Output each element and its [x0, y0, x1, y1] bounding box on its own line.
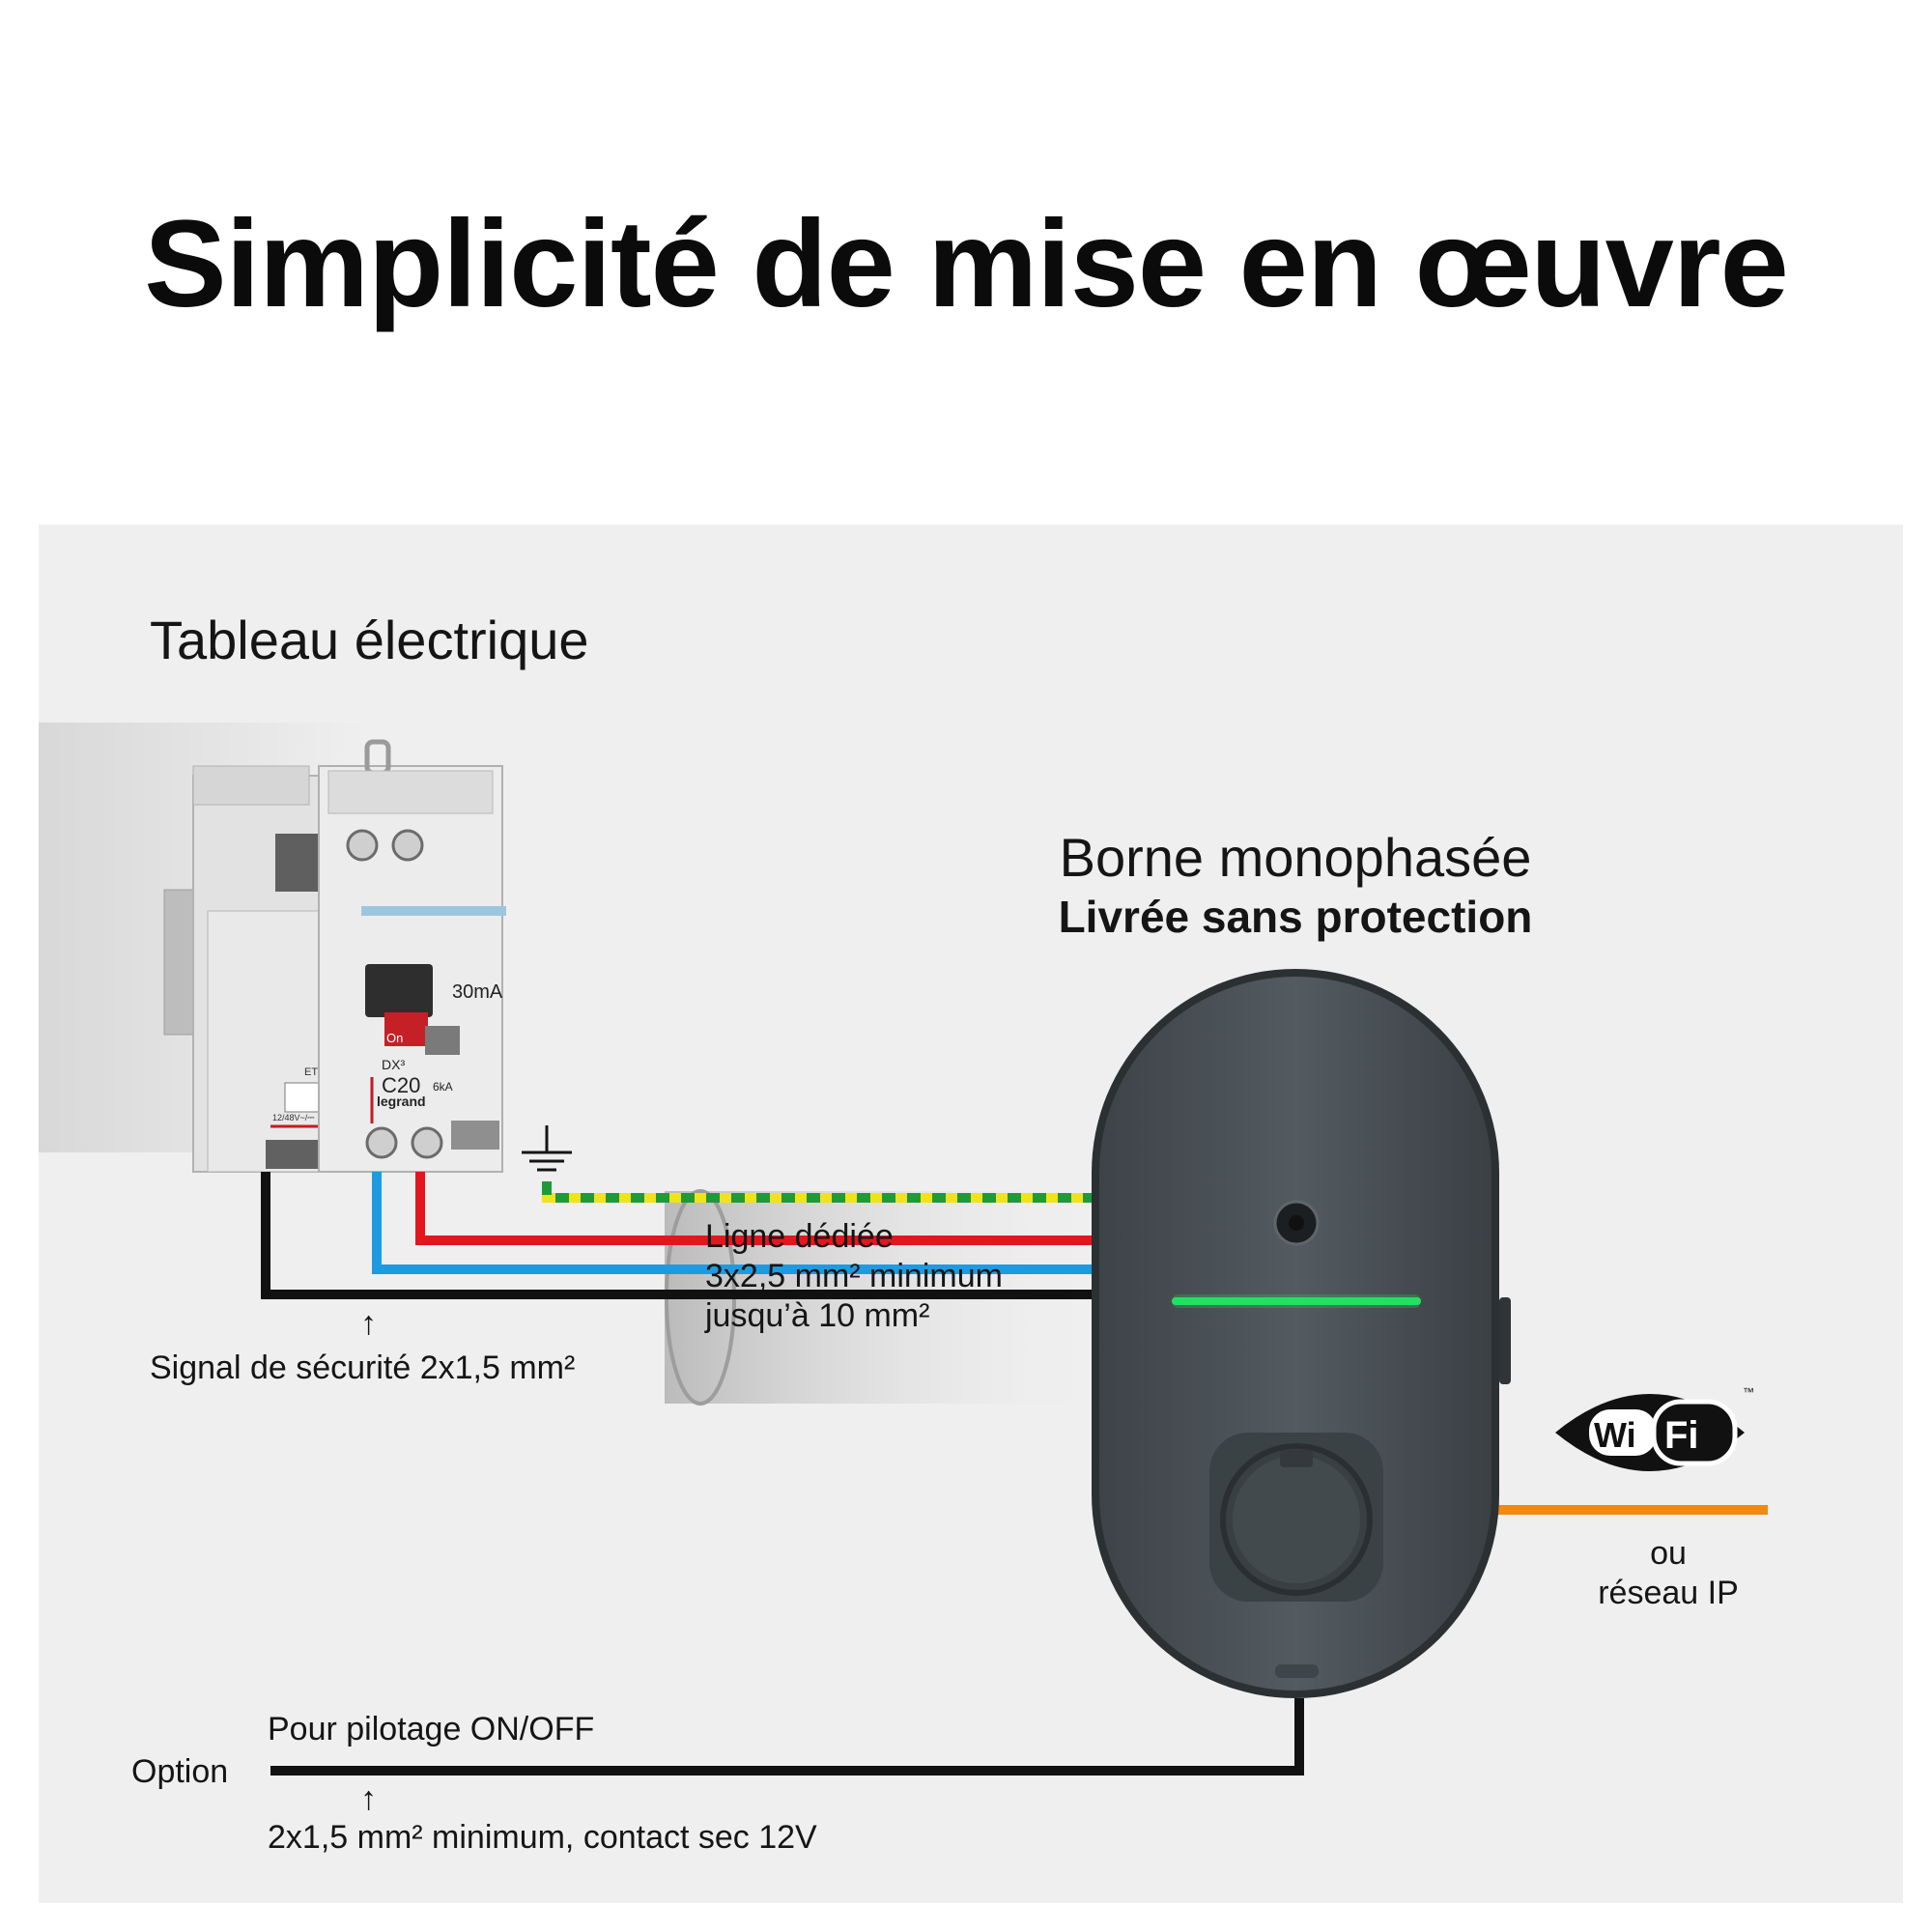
page-title: Simplicité de mise en œuvre: [144, 195, 1789, 333]
ground-symbol: [522, 1125, 572, 1172]
breaker-on: On: [386, 1031, 403, 1045]
signal-wire-black: [261, 1172, 1125, 1299]
tableau-label: Tableau électrique: [150, 610, 589, 670]
ou-label: ou: [1650, 1535, 1687, 1572]
borne-subtitle: Livrée sans protection: [1058, 892, 1533, 942]
breaker-brand: legrand: [377, 1094, 426, 1109]
signal-label: Signal de sécurité 2x1,5 mm²: [150, 1350, 576, 1386]
reseau-label: réseau IP: [1598, 1575, 1739, 1611]
diagram-panel: 30mA On DX³ C20 6kA legrand ET 12/48V~/⎓: [39, 525, 1903, 1903]
wiring-diagram: 30mA On DX³ C20 6kA legrand ET 12/48V~/⎓: [39, 723, 1768, 1776]
option-wire: [270, 1698, 1304, 1776]
wifi-text-left: Wi: [1594, 1415, 1636, 1455]
breaker-sensitivity: 30mA: [452, 981, 503, 1003]
option-label: Option: [131, 1753, 229, 1790]
breaker-capacity: 6kA: [433, 1080, 453, 1094]
breaker-et: ET: [304, 1066, 318, 1078]
wifi-logo: Wi Fi ™: [1555, 1385, 1754, 1471]
charging-station: [1092, 969, 1511, 1698]
phase-wire-red: [415, 1172, 1125, 1245]
breaker-voltage: 12/48V~/⎓: [272, 1113, 314, 1122]
pilotage-label: Pour pilotage ON/OFF: [268, 1711, 595, 1747]
wifi-text-right: Fi: [1664, 1414, 1699, 1457]
circuit-breaker: 30mA On DX³ C20 6kA legrand ET 12/48V~/⎓: [163, 739, 506, 1173]
breaker-model: DX³: [382, 1057, 405, 1072]
ligne-line2: 3x2,5 mm² minimum: [705, 1258, 1003, 1294]
signal-arrow-icon: ↑: [360, 1305, 377, 1342]
borne-title: Borne monophasée: [1059, 827, 1532, 888]
ligne-line3: jusqu’à 10 mm²: [705, 1297, 930, 1334]
contact-label: 2x1,5 mm² minimum, contact sec 12V: [268, 1819, 817, 1856]
charger-led-bar: [1172, 1297, 1421, 1305]
charger-body: [1099, 977, 1492, 1690]
contact-arrow-icon: ↑: [360, 1780, 377, 1817]
breaker-rating: C20: [382, 1073, 420, 1097]
neutral-wire-blue: [372, 1172, 1125, 1274]
ligne-line1: Ligne dédiée: [705, 1218, 894, 1255]
wifi-tm: ™: [1743, 1385, 1754, 1399]
earth-wire-green: [542, 1181, 1125, 1203]
